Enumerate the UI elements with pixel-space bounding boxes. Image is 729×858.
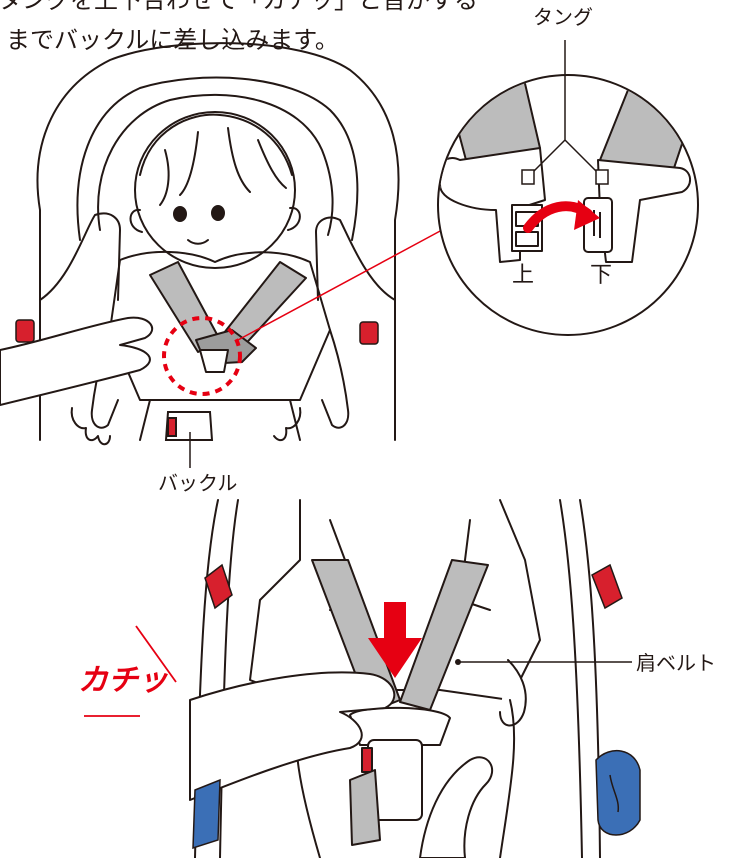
child-eye-left [174,207,186,221]
shoulder-belt-dot [455,659,461,665]
label-shoulder-belt: 肩ベルト [636,651,716,675]
label-buckle: バックル [158,471,237,495]
blue-guide-left [193,780,220,848]
child-eye-right [212,206,224,220]
instruction-line-1: タングを上下合わせて「カチッ」と音がする [0,0,478,14]
child-head [135,112,295,268]
click-sound-text: カチッ [78,663,168,698]
top-shoulder-belts [150,262,306,372]
label-up: 上 [512,263,534,288]
seat-latch-left [16,320,34,342]
bottom-latch-right [592,565,622,608]
label-tongue: タング [533,5,593,29]
seat-latch-right [360,322,378,344]
blue-guide-right [596,751,640,835]
top-buckle [200,350,228,372]
top-illustration [38,43,399,444]
child-mouth [188,240,208,244]
label-down: 下 [590,263,612,288]
lap-buckle [166,412,212,468]
instruction-line-2: までバックルに差し込みます。 [6,26,339,54]
tongue-detail-callout [438,40,700,335]
adult-hand-bottom-right [420,757,492,858]
